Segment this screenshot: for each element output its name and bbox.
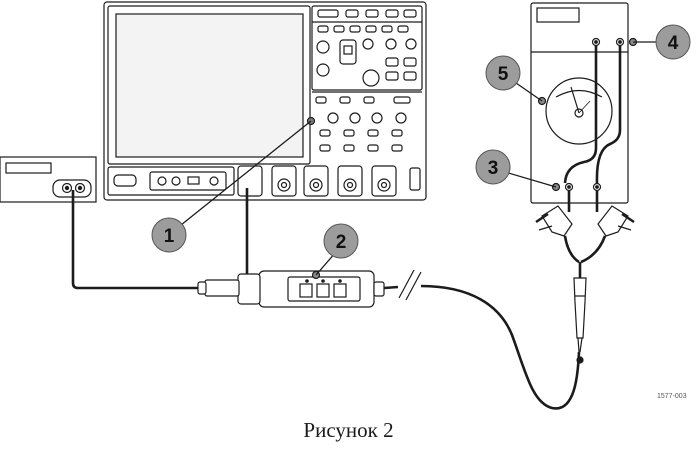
test-clips: [535, 205, 635, 237]
probe-tip: [573, 277, 587, 364]
callout-leaders: [180, 41, 660, 276]
callout-4-label: 4: [668, 33, 679, 54]
callout-5-label: 5: [498, 64, 509, 85]
multimeter: [530, 2, 638, 204]
oscilloscope: [103, 1, 427, 201]
cable-break-mark: [398, 269, 422, 301]
callout-1-label: 1: [164, 226, 175, 247]
figure-id: 1577-003: [657, 393, 687, 400]
callout-5: 5: [485, 55, 521, 91]
callout-2-label: 2: [336, 232, 347, 253]
callout-3: 3: [475, 149, 511, 185]
callout-1: 1: [151, 217, 187, 253]
callout-4: 4: [655, 24, 691, 60]
cables: [71, 45, 622, 410]
probe-amplifier: [197, 270, 385, 308]
callout-3-label: 3: [488, 158, 499, 179]
figure-caption: Рисунок 2: [303, 418, 394, 442]
callout-2: 2: [323, 223, 359, 259]
signal-source: [0, 156, 97, 203]
